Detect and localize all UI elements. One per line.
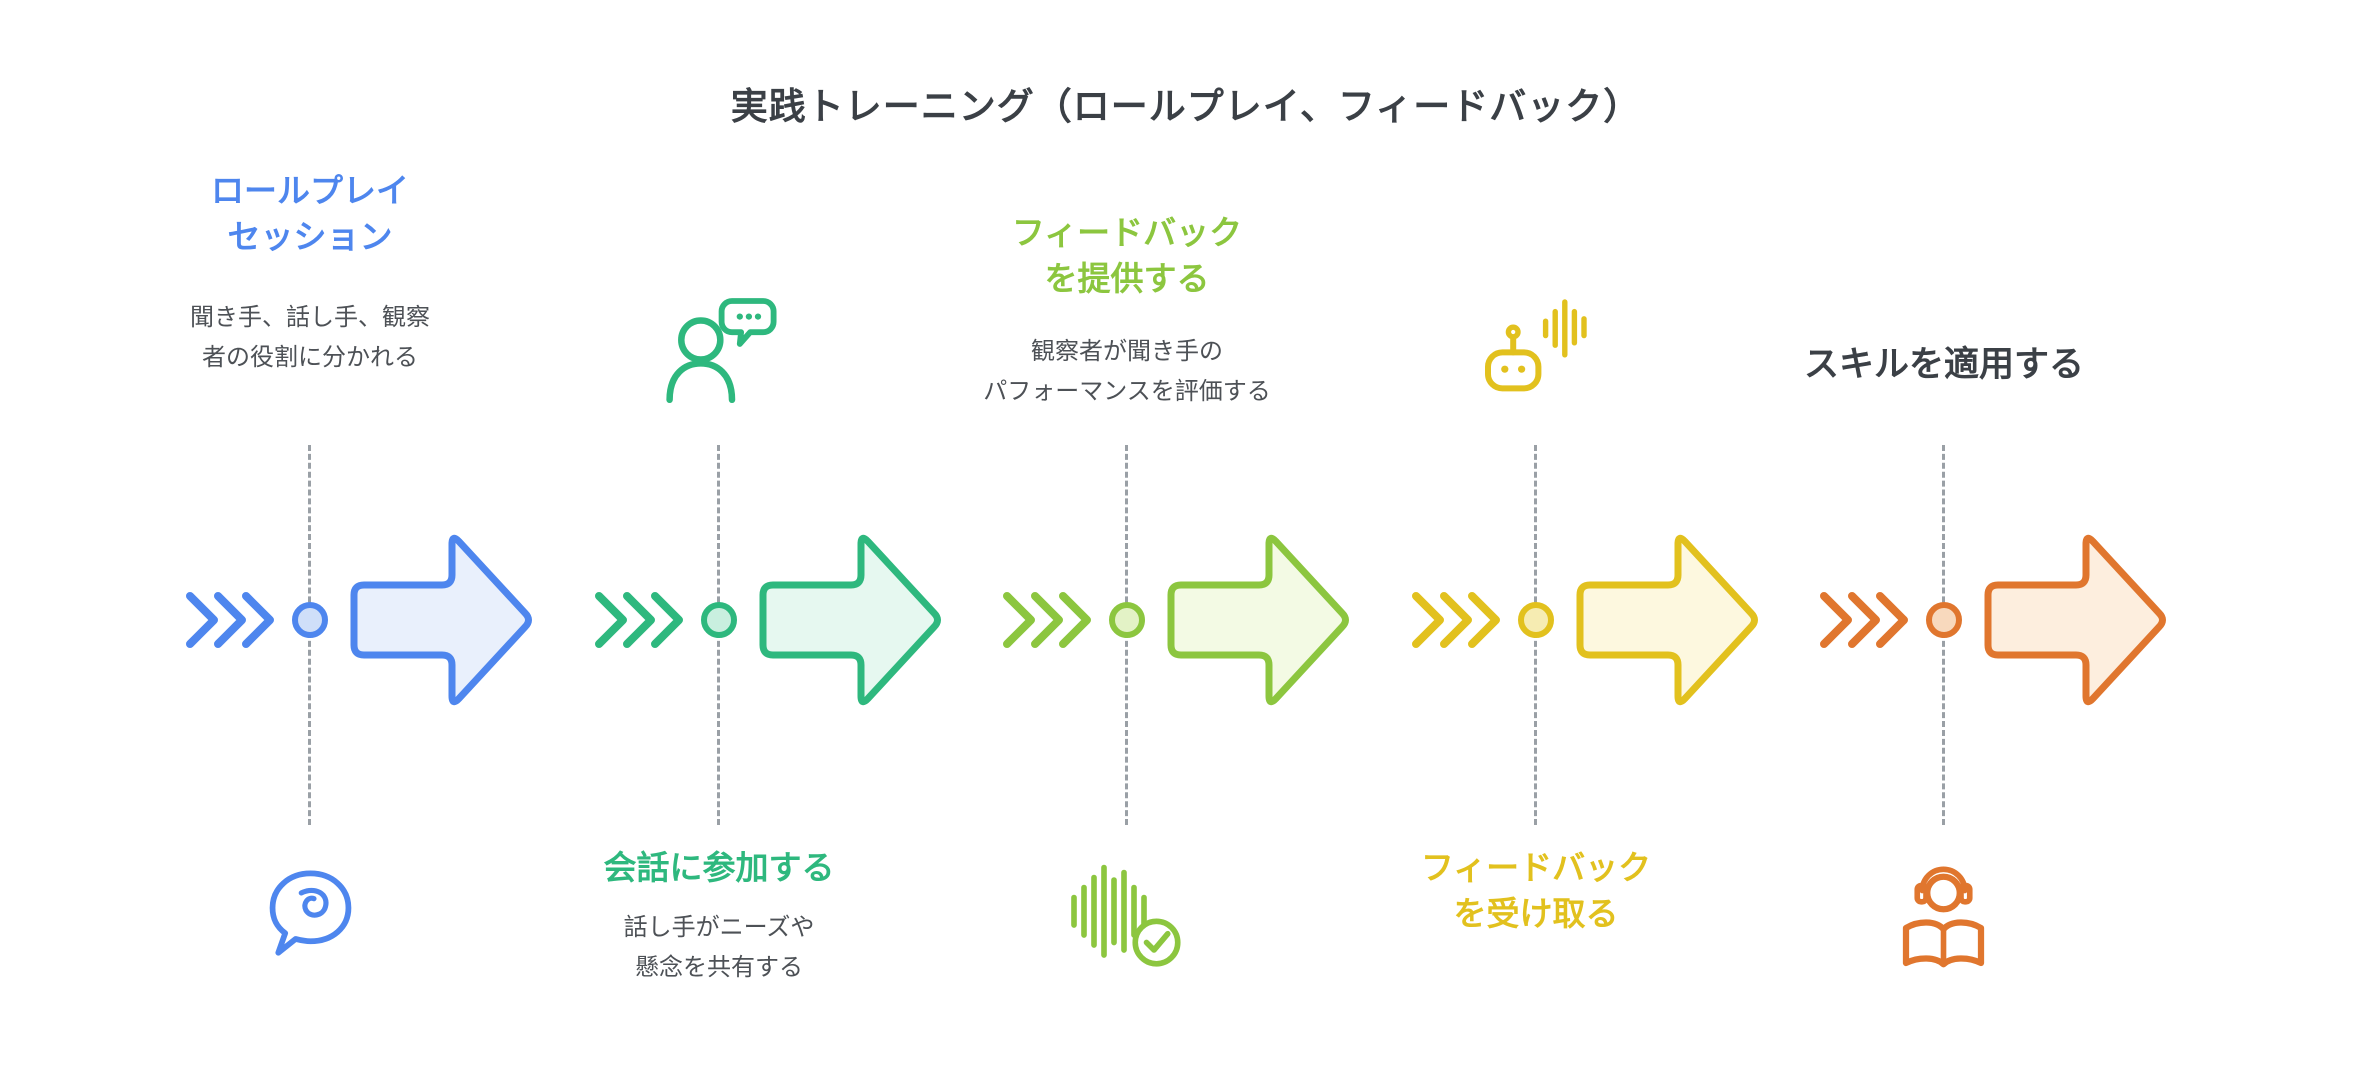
person-speech-icon xyxy=(666,298,777,404)
arrow-icon xyxy=(350,534,532,706)
arrow-icon xyxy=(1576,534,1758,706)
robot-voice-icon xyxy=(1485,299,1587,392)
chevron-icon xyxy=(595,592,627,648)
flow-arrow-graphic xyxy=(595,534,941,706)
flow-arrow-graphic xyxy=(1412,534,1758,706)
stage-description: 聞き手、話し手、観察 者の役割に分かれる xyxy=(190,304,430,371)
chevron-icon xyxy=(1820,592,1852,648)
flow-arrow-graphic xyxy=(1820,534,2166,706)
chevron-icon xyxy=(1876,592,1908,648)
timeline-node-icon xyxy=(292,602,328,638)
stage-receive-feedback: フィードバック を受け取る xyxy=(1332,0,1758,1084)
stage-description: 話し手がニーズや 懸念を共有する xyxy=(623,914,815,981)
flow-arrow-graphic xyxy=(1003,534,1349,706)
flow-arrow-graphic xyxy=(186,534,532,706)
stage-label: 会話に参加する xyxy=(603,849,835,886)
chevron-icon xyxy=(1003,592,1035,648)
chevron-icon xyxy=(651,592,683,648)
chevron-icon xyxy=(1412,592,1444,648)
timeline-node-icon xyxy=(701,602,737,638)
arrow-icon xyxy=(759,534,941,706)
stage-label: スキルを適用する xyxy=(1803,345,2084,384)
stage-description: 観察者が聞き手の パフォーマンスを評価する xyxy=(983,338,1271,405)
arrow-icon xyxy=(1167,534,1349,706)
speech-bubble-icon xyxy=(269,870,352,956)
timeline-node-icon xyxy=(1109,602,1145,638)
reading-headphones-icon xyxy=(1902,866,1985,968)
chevron-icon xyxy=(1848,592,1880,648)
chevron-icon xyxy=(1468,592,1500,648)
stage-join-conversation: 会話に参加する 話し手がニーズや 懸念を共有する xyxy=(515,0,941,1084)
arrow-icon xyxy=(1984,534,2166,706)
stage-label: フィードバック を受け取る xyxy=(1420,849,1652,932)
chevron-icon xyxy=(1059,592,1091,648)
chevron-icon xyxy=(623,592,655,648)
stage-apply-skills: スキルを適用する xyxy=(1740,0,2166,1084)
timeline-node-icon xyxy=(1926,602,1962,638)
chevron-icon xyxy=(1031,592,1063,648)
chevron-icon xyxy=(214,592,246,648)
stage-label: フィードバック を提供する xyxy=(1011,214,1243,297)
stage-roleplay-session: ロールプレイ セッション 聞き手、話し手、観察 者の役割に分かれる xyxy=(106,0,532,1084)
timeline-node-icon xyxy=(1518,602,1554,638)
chevron-icon xyxy=(1440,592,1472,648)
waveform-check-icon xyxy=(1071,864,1181,967)
chevron-icon xyxy=(186,592,218,648)
stage-label: ロールプレイ セッション xyxy=(211,172,409,255)
stage-provide-feedback: フィードバック を提供する 観察者が聞き手の パフォーマンスを評価する xyxy=(923,0,1349,1084)
diagram-title: 実践トレーニング（ロールプレイ、フィードバック） xyxy=(730,86,1642,127)
chevron-icon xyxy=(242,592,274,648)
